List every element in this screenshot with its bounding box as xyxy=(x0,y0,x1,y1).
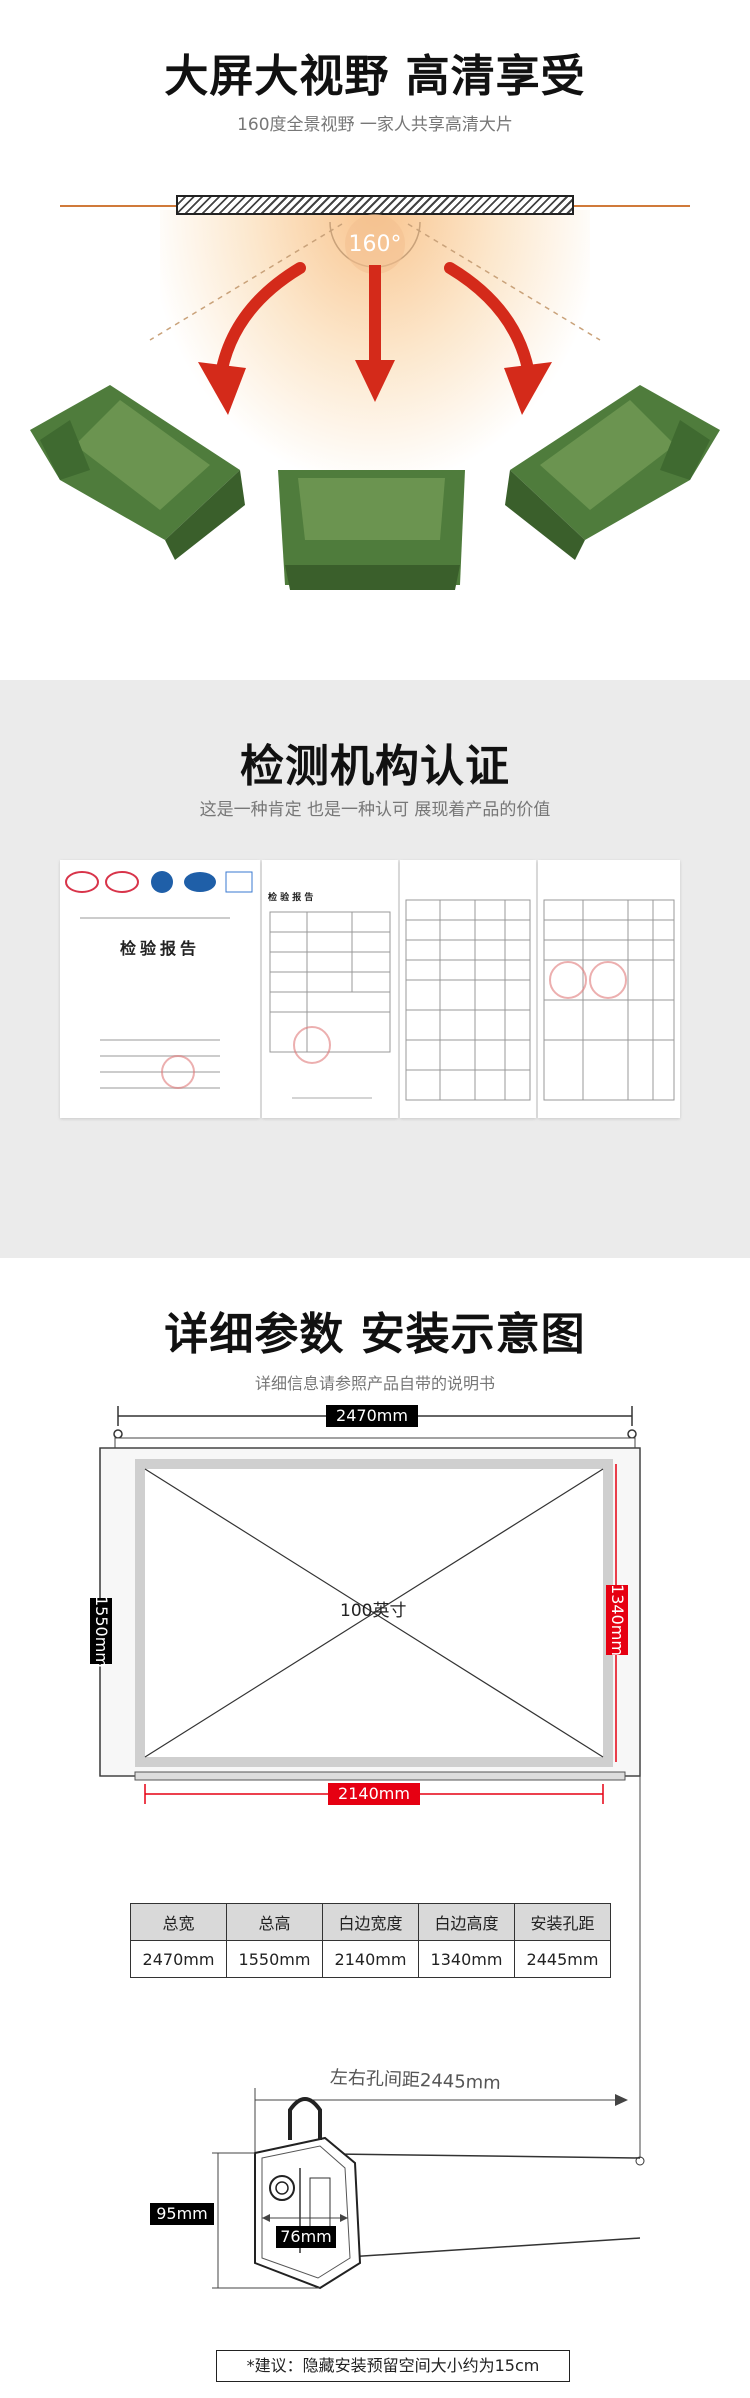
spec-table-value-row: 2470mm 1550mm 2140mm 1340mm 2445mm xyxy=(130,1940,611,1978)
report-page-2: 检 验 报 告 xyxy=(262,860,398,1118)
spec-header-cell: 安装孔距 xyxy=(514,1903,611,1941)
report-table-graphic xyxy=(543,899,675,1101)
depth-label: 95mm xyxy=(150,2203,214,2225)
sofa-middle-icon xyxy=(278,470,465,590)
screen-diagram xyxy=(99,1406,645,2290)
spec-header-cell: 总高 xyxy=(226,1903,323,1941)
view-subtitle: 160度全景视野 一家人共享高清大片 xyxy=(237,115,513,135)
params-title: 详细参数 安装示意图 xyxy=(164,1309,586,1360)
report-page-3 xyxy=(400,860,536,1118)
spec-value-cell: 1550mm xyxy=(226,1940,323,1978)
spec-value-cell: 2445mm xyxy=(514,1940,611,1978)
spec-table-header-row: 总宽 总高 白边宽度 白边高度 安装孔距 xyxy=(130,1903,611,1941)
right-decor-line xyxy=(574,205,690,207)
border-height-label: 1340mm xyxy=(606,1584,628,1656)
install-note: *建议：隐藏安装预留空间大小约为15cm xyxy=(216,2350,570,2382)
cert-subtitle: 这是一种肯定 也是一种认可 展现着产品的价值 xyxy=(199,800,551,820)
angle-label: 160° xyxy=(348,232,402,257)
params-subtitle: 详细信息请参照产品自带的说明书 xyxy=(254,1374,495,1393)
spec-header-cell: 白边宽度 xyxy=(322,1903,419,1941)
report-table-graphic xyxy=(269,911,391,1099)
view-section: 大屏大视野 高清享受 160度全景视野 一家人共享高清大片 xyxy=(0,0,750,680)
width-small-label: 76mm xyxy=(276,2226,336,2248)
report-heading-2: 检 验 报 告 xyxy=(268,893,314,903)
screen-size-label: 100英寸 xyxy=(340,1601,407,1621)
report-cover: 检验报告 xyxy=(60,860,260,1118)
view-angle-illustration xyxy=(30,214,720,590)
spec-header-cell: 总宽 xyxy=(130,1903,227,1941)
report-title: 检验报告 xyxy=(119,939,200,958)
total-width-label: 2470mm xyxy=(326,1405,418,1427)
spec-value-cell: 2470mm xyxy=(130,1940,227,1978)
sofa-right-icon xyxy=(505,385,720,560)
spec-header-cell: 白边高度 xyxy=(418,1903,515,1941)
total-height-label: 1550mm xyxy=(90,1596,112,1668)
params-section: 详细参数 安装示意图 详细信息请参照产品自带的说明书 xyxy=(0,1258,750,2398)
spec-value-cell: 1340mm xyxy=(418,1940,515,1978)
cert-logos-icon xyxy=(65,871,253,1089)
spec-table: 总宽 总高 白边宽度 白边高度 安装孔距 2470mm 1550mm 2140m… xyxy=(130,1903,611,1978)
sofa-left-icon xyxy=(30,385,245,560)
report-page-4 xyxy=(538,860,680,1118)
view-title: 大屏大视野 高清享受 xyxy=(164,51,586,102)
border-width-label: 2140mm xyxy=(328,1783,420,1805)
cert-title: 检测机构认证 xyxy=(240,741,510,792)
left-decor-line xyxy=(60,205,176,207)
spec-value-cell: 2140mm xyxy=(322,1940,419,1978)
report-table-graphic xyxy=(405,899,531,1101)
cert-section: 检测机构认证 这是一种肯定 也是一种认可 展现着产品的价值 检验报告 检 验 报… xyxy=(0,680,750,1258)
